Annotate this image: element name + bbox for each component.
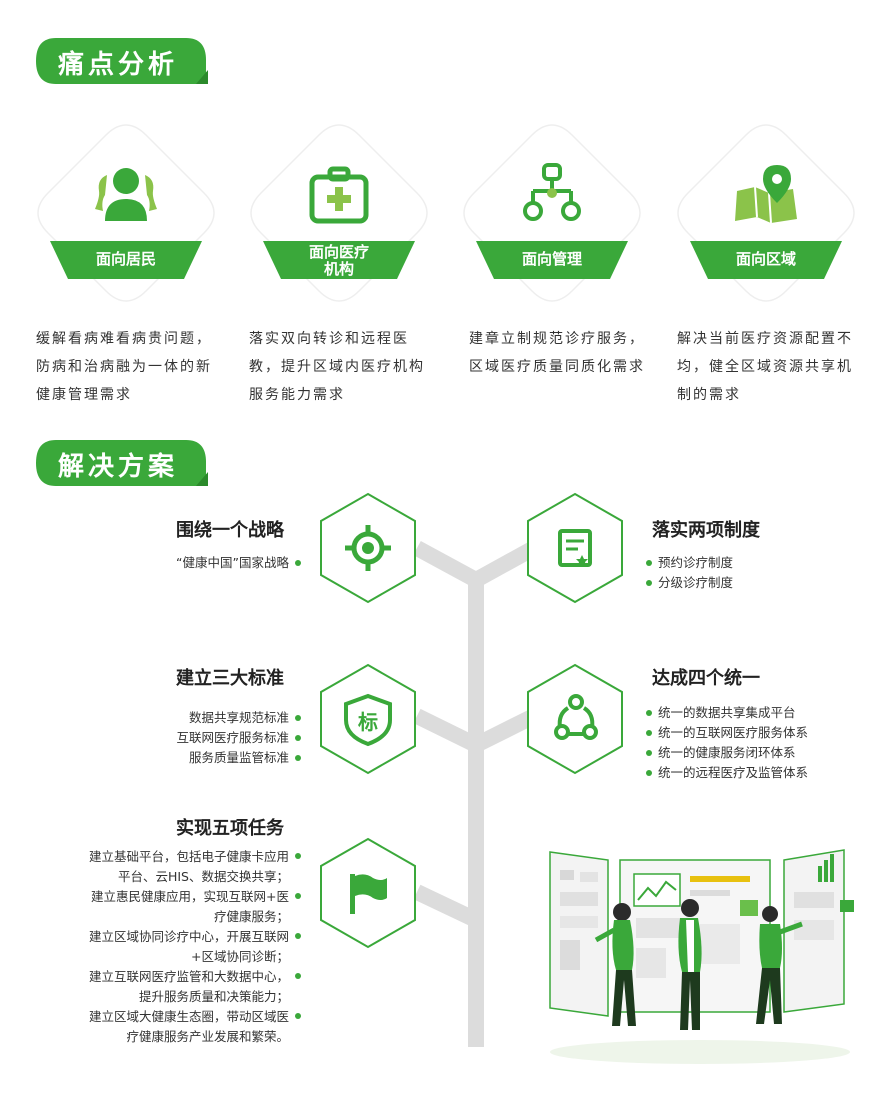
list-item: 建立区域大健康生态圈，带动区域医疗健康服务产业发展和繁荣。 — [41, 1007, 301, 1047]
team-dashboard-illustration — [549, 849, 854, 1064]
list-item: 数据共享规范标准 — [81, 708, 301, 728]
list-item: 建立互联网医疗监管和大数据中心，提升服务质量和决策能力； — [41, 967, 301, 1007]
target-icon — [345, 525, 391, 571]
list-item: “健康中国”国家战略 — [81, 553, 301, 573]
org-chart-icon — [523, 163, 581, 221]
solution-list-strategy: “健康中国”国家战略 — [81, 553, 301, 573]
list-item: 建立基础平台，包括电子健康卡应用平台、云HIS、数据交换共享； — [41, 847, 301, 887]
solution-title-systems: 落实两项制度 — [652, 520, 760, 541]
flag-icon — [350, 874, 387, 914]
list-item: 建立区域协同诊疗中心，开展互联网+区域协同诊断； — [41, 927, 301, 967]
solution-list-tasks: 建立基础平台，包括电子健康卡应用平台、云HIS、数据交换共享； 建立惠民健康应用… — [41, 847, 301, 1047]
users-icon — [95, 168, 157, 221]
map-pin-icon — [735, 165, 797, 224]
list-item: 分级诊疗制度 — [646, 573, 866, 593]
list-item: 互联网医疗服务标准 — [81, 728, 301, 748]
section-title-solution: 解决方案 — [58, 452, 179, 482]
hex-unify — [518, 662, 632, 776]
solution-title-tasks: 实现五项任务 — [176, 818, 284, 839]
pain-desc-management: 建章立制规范诊疗服务，区域医疗质量同质化需求 — [469, 331, 645, 375]
hex-tasks — [311, 836, 425, 950]
solution-title-strategy: 围绕一个战略 — [176, 520, 284, 541]
pain-card-management: 面向管理 — [462, 123, 642, 303]
solution-title-standards: 建立三大标准 — [176, 668, 284, 689]
pain-label-residents: 面向居民 — [95, 250, 156, 268]
list-item: 统一的远程医疗及监管体系 — [646, 763, 886, 783]
shield-badge-text: 标 — [358, 710, 378, 734]
shield-badge-icon — [344, 693, 392, 747]
pain-card-region: 面向区域 — [676, 123, 856, 303]
pain-desc-institutions: 落实双向转诊和远程医教，提升区域内医疗机构服务能力需求 — [249, 331, 425, 403]
list-item: 统一的互联网医疗服务体系 — [646, 723, 886, 743]
document-icon — [558, 529, 592, 567]
hex-standards: 标 — [311, 662, 425, 776]
list-item: 统一的数据共享集成平台 — [646, 703, 886, 723]
pain-card-residents: 面向居民 — [36, 123, 216, 303]
solution-list-standards: 数据共享规范标准 互联网医疗服务标准 服务质量监管标准 — [81, 708, 301, 768]
medical-kit-icon — [309, 166, 369, 224]
pain-desc-residents: 缓解看病难看病贵问题，防病和治病融为一体的新健康管理需求 — [36, 331, 212, 403]
section-tag-solution: 解决方案 — [36, 440, 211, 486]
list-item: 预约诊疗制度 — [646, 553, 866, 573]
pain-label-management: 面向管理 — [521, 250, 582, 268]
pain-desc-region: 解决当前医疗资源配置不均，健全区域资源共享机制的需求 — [677, 331, 853, 403]
list-item: 服务质量监管标准 — [81, 748, 301, 768]
pain-label-institutions: 面向医疗 机构 — [308, 243, 369, 278]
section-tag-pain: 痛点分析 — [36, 38, 211, 84]
list-item: 统一的健康服务闭环体系 — [646, 743, 886, 763]
solution-list-systems: 预约诊疗制度 分级诊疗制度 — [646, 553, 866, 593]
share-cycle-icon — [554, 694, 598, 740]
pain-card-institutions: 面向医疗 机构 — [249, 123, 429, 303]
hex-strategy — [311, 491, 425, 605]
solution-list-unify: 统一的数据共享集成平台 统一的互联网医疗服务体系 统一的健康服务闭环体系 统一的… — [646, 703, 886, 783]
pain-label-region: 面向区域 — [735, 250, 796, 268]
solution-title-unify: 达成四个统一 — [652, 668, 760, 689]
hex-systems — [518, 491, 632, 605]
section-title-pain: 痛点分析 — [58, 50, 179, 80]
list-item: 建立惠民健康应用，实现互联网+医疗健康服务； — [41, 887, 301, 927]
